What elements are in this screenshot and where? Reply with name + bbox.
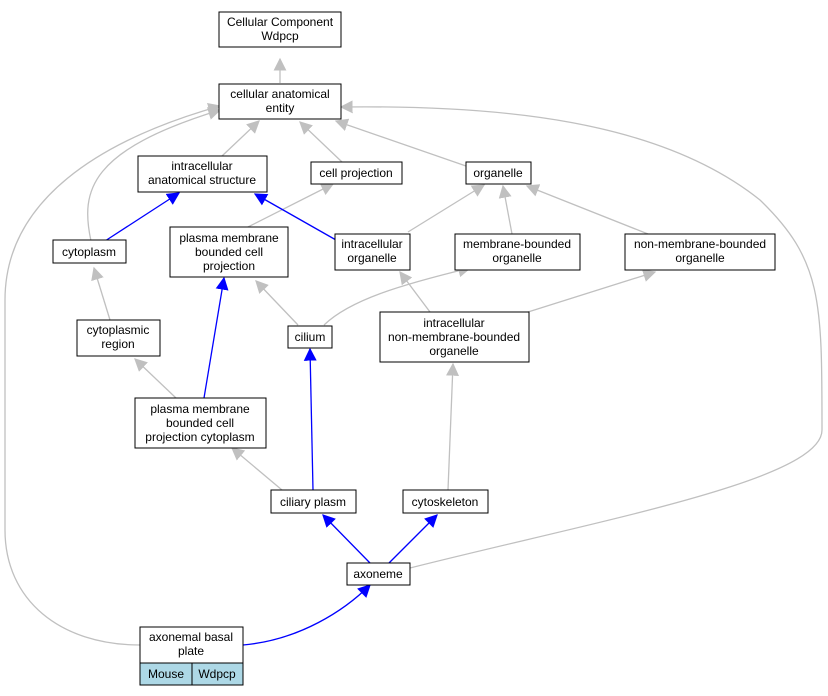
edge-cplasm-to-cilium	[303, 347, 317, 491]
node-label-line: organelle	[675, 251, 725, 265]
edge-cplasm-to-pmbcpc	[231, 447, 283, 491]
edge-cilium-to-pmbcp	[255, 280, 299, 326]
node-label-line: plasma membrane	[150, 402, 250, 416]
edge-pmbcpc-to-pmbcp	[203, 276, 229, 399]
node-label-line: organelle	[492, 251, 542, 265]
node-label-line: cytoplasm	[62, 245, 116, 259]
edge-axoneme-to-cytosk	[388, 514, 438, 564]
node-label-line: cytoplasmic	[87, 323, 150, 337]
node-intracellular-non-membrane-bounded-organelle[interactable]: intracellular non-membrane-bounded organ…	[379, 311, 530, 363]
edges-part-of	[104, 192, 438, 646]
node-label-line: region	[101, 337, 134, 351]
gene-tag	[191, 662, 244, 686]
node-label-line: membrane-bounded	[463, 237, 571, 251]
edge-axoneme-to-cae	[339, 100, 823, 569]
node-label-line: plate	[178, 644, 204, 658]
edges-is-a	[4, 57, 823, 646]
node-label-line: entity	[266, 101, 295, 115]
node-label-line: intracellular	[171, 159, 232, 173]
edge-mbo-to-organelle	[498, 184, 513, 235]
edge-inmbo-to-io	[399, 270, 431, 313]
edge-abp-to-cae	[4, 102, 222, 646]
node-label-line: ciliary plasm	[280, 495, 346, 509]
edge-cilium-to-mbo	[323, 264, 472, 326]
species-tag-label: Mouse	[148, 667, 184, 681]
node-cytoskeleton[interactable]: cytoskeleton	[402, 489, 489, 514]
node-label-line: cytoskeleton	[412, 495, 479, 509]
node-label-line: organelle	[347, 251, 397, 265]
node-label-line: cilium	[295, 330, 326, 344]
node-cell-projection[interactable]: cell projection	[310, 161, 403, 185]
edge-cytreg-to-cytoplasm	[91, 266, 111, 321]
node-label-line: intracellular	[341, 237, 402, 251]
edge-io-to-organelle	[407, 184, 486, 233]
node-cilium[interactable]: cilium	[287, 325, 333, 349]
node-label-line: axonemal basal	[149, 630, 233, 644]
node-plasma-membrane-bounded-cell-projection-cytoplasm[interactable]: plasma membrane bounded cell projection …	[134, 397, 267, 449]
node-axoneme[interactable]: axoneme	[346, 562, 411, 586]
node-label-line: bounded cell	[195, 245, 263, 259]
node-label-line: Wdpcp	[261, 29, 299, 43]
node-label-line: bounded cell	[166, 416, 234, 430]
edge-cytosk-to-inmbo	[446, 362, 460, 491]
node-label-line: organelle	[473, 166, 523, 180]
node-label-line: non-membrane-bounded	[388, 330, 520, 344]
edge-cytoplasm-to-cae	[87, 107, 222, 242]
node-plasma-membrane-bounded-cell-projection[interactable]: plasma membrane bounded cell projection	[169, 226, 289, 278]
node-intracellular-anatomical-structure[interactable]: intracellular anatomical structure	[137, 155, 268, 193]
node-non-membrane-bounded-organelle[interactable]: non-membrane-bounded organelle	[624, 233, 776, 271]
node-label-line: anatomical structure	[148, 173, 256, 187]
node-cytoplasmic-region[interactable]: cytoplasmic region	[76, 319, 161, 357]
edge-cp-to-cae	[299, 121, 343, 163]
node-cellular-component-wdpcp[interactable]: Cellular Component Wdpcp	[218, 11, 342, 48]
node-cellular-anatomical-entity[interactable]: cellular anatomical entity	[218, 83, 342, 120]
node-label-line: intracellular	[423, 316, 484, 330]
node-label-line: projection	[203, 259, 255, 273]
node-intracellular-organelle[interactable]: intracellular organelle	[334, 233, 411, 271]
edge-nmbo-to-organelle	[525, 184, 649, 235]
edge-io-to-ias	[253, 193, 337, 241]
node-label-line: cell projection	[319, 166, 392, 180]
node-label-line: organelle	[429, 344, 479, 358]
node-axonemal-basal-plate[interactable]: axonemal basal plate Mouse Wdpcp	[139, 626, 244, 686]
node-label-line: plasma membrane	[179, 231, 279, 245]
edge-inmbo-to-nmbo	[527, 269, 657, 313]
node-label-line: cellular anatomical	[230, 87, 329, 101]
edge-abp-to-axoneme	[242, 584, 371, 646]
edge-ias-to-cae	[221, 120, 260, 157]
gene-tag-label: Wdpcp	[198, 667, 236, 681]
node-label-line: axoneme	[353, 567, 403, 581]
node-ciliary-plasm[interactable]: ciliary plasm	[270, 489, 357, 514]
node-label-line: projection cytoplasm	[145, 430, 254, 444]
node-organelle[interactable]: organelle	[465, 161, 532, 185]
edge-pmbcpc-to-cytreg	[134, 358, 177, 399]
edge-cytoplasm-to-ias	[104, 192, 181, 242]
edge-pmbcp-to-cp	[245, 183, 335, 229]
edge-axoneme-to-cplasm	[322, 514, 371, 564]
node-label-line: Cellular Component	[227, 15, 334, 29]
node-cytoplasm[interactable]: cytoplasm	[52, 239, 127, 264]
edge-organelle-to-cae	[334, 118, 467, 167]
node-membrane-bounded-organelle[interactable]: membrane-bounded organelle	[454, 233, 581, 271]
node-label-line: non-membrane-bounded	[634, 237, 766, 251]
